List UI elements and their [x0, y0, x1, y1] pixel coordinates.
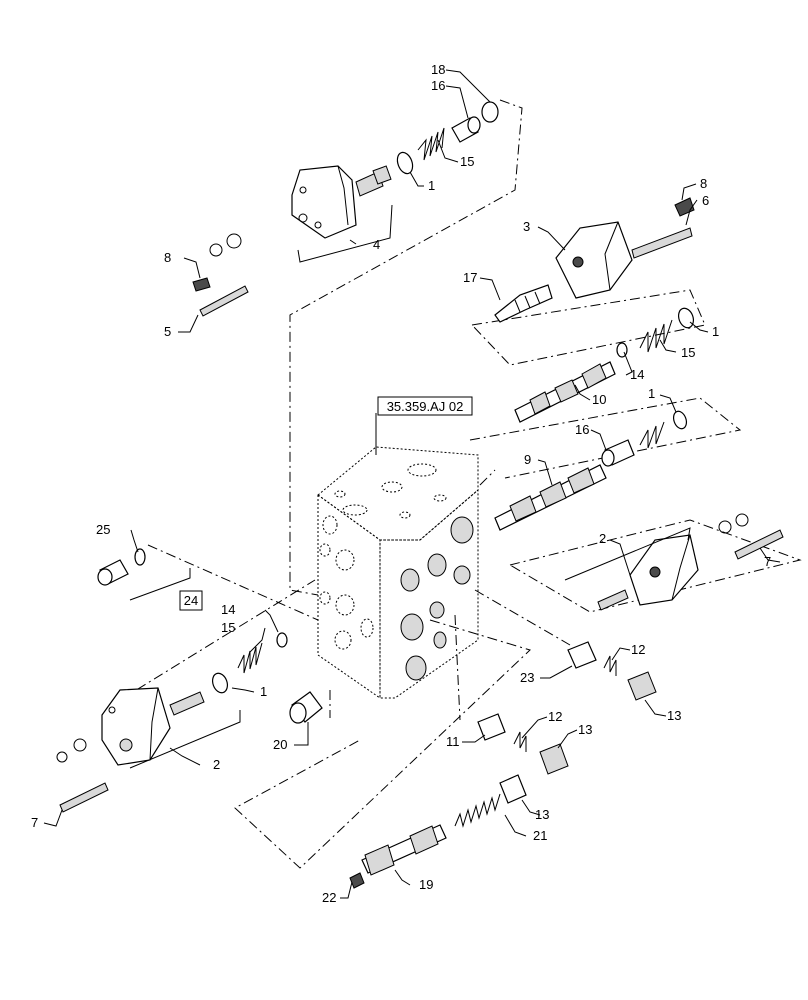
- boxed-callout-text[interactable]: 24: [184, 593, 198, 608]
- callout-13: 13: [667, 708, 681, 723]
- leader-lines: [43, 69, 781, 899]
- callout-15: 15: [221, 620, 235, 635]
- spool-9: [494, 410, 688, 531]
- callout-1: 1: [648, 386, 655, 401]
- callout-12: 12: [631, 642, 645, 657]
- callout-13: 13: [535, 807, 549, 822]
- callout-2: 2: [213, 757, 220, 772]
- callout-2: 2: [599, 531, 606, 546]
- cover-upper-right: [494, 197, 695, 358]
- callout-20: 20: [273, 737, 287, 752]
- callout-25: 25: [96, 522, 110, 537]
- phantom-lines: [119, 99, 802, 869]
- callout-13: 13: [578, 722, 592, 737]
- reference-label[interactable]: 35.359.AJ 02: [377, 396, 473, 416]
- callout-11: 11: [446, 734, 460, 749]
- callout-17: 17: [463, 270, 477, 285]
- callout-10: 10: [592, 392, 606, 407]
- callout-1: 1: [428, 178, 435, 193]
- valve-block: [317, 446, 479, 699]
- callout-21: 21: [533, 828, 547, 843]
- callout-1: 1: [260, 684, 267, 699]
- spool-10: [514, 361, 616, 423]
- relief-valves: [477, 641, 657, 804]
- callout-16: 16: [575, 422, 589, 437]
- callout-14: 14: [221, 602, 235, 617]
- callout-3: 3: [523, 219, 530, 234]
- callout-8: 8: [164, 250, 171, 265]
- cover-right-lower: [597, 513, 784, 611]
- callout-18: 18: [431, 62, 445, 77]
- callout-22: 22: [322, 890, 336, 905]
- callout-16: 16: [431, 78, 445, 93]
- callout-4: 4: [373, 237, 380, 252]
- stem-assembly: [349, 793, 501, 889]
- cover-assembly-upper-left: [192, 101, 499, 317]
- callout-9: 9: [524, 452, 531, 467]
- callout-1: 1: [712, 324, 719, 339]
- callout-7: 7: [31, 815, 38, 830]
- callout-8: 8: [700, 176, 707, 191]
- callout-15: 15: [460, 154, 474, 169]
- callout-15: 15: [681, 345, 695, 360]
- callout-23: 23: [520, 670, 534, 685]
- cover-assembly-lower-left: [56, 548, 323, 813]
- callout-labels: 18 16 15 1 4 8 5 8 6 3 17 1 15 14 10 1 1…: [31, 62, 771, 905]
- callout-19: 19: [419, 877, 433, 892]
- callout-6: 6: [702, 193, 709, 208]
- callout-12: 12: [548, 709, 562, 724]
- reference-label-text[interactable]: 35.359.AJ 02: [387, 399, 464, 414]
- callout-7: 7: [764, 554, 771, 569]
- boxed-callout-24[interactable]: 24: [179, 590, 203, 611]
- callout-14: 14: [630, 367, 644, 382]
- callout-5: 5: [164, 324, 171, 339]
